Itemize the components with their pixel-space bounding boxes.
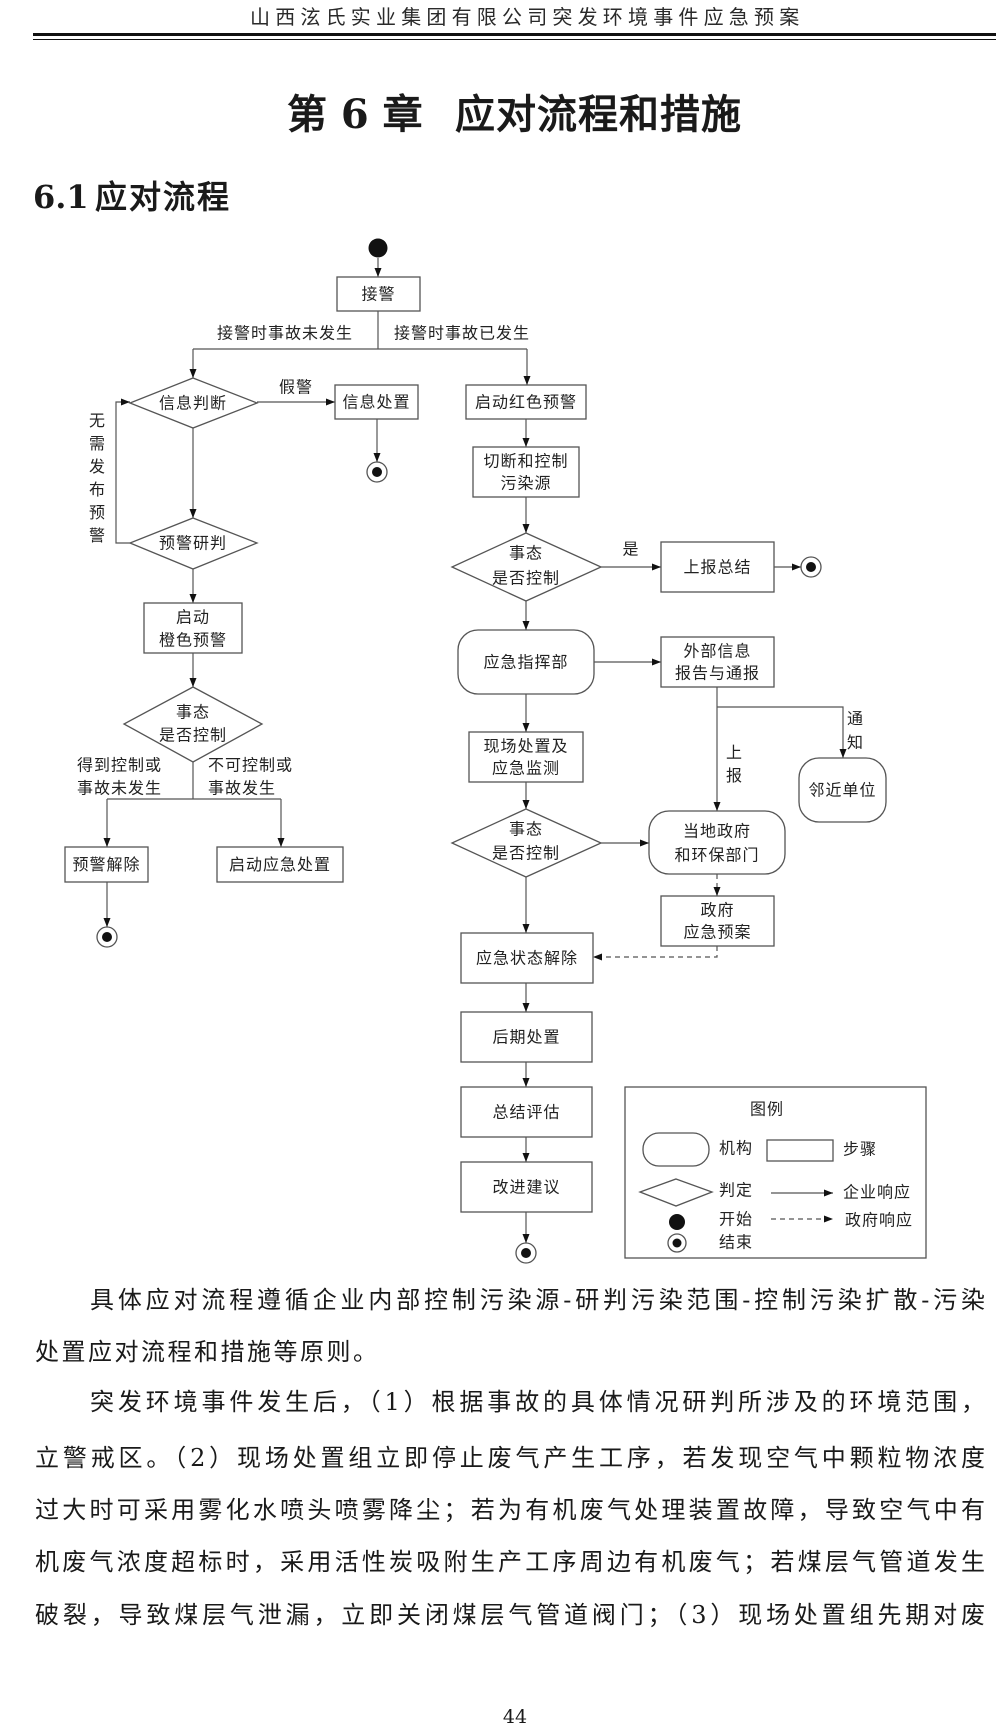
- legend-organization-label: 机构: [719, 1139, 753, 1158]
- node-post-disposal-label: 后期处置: [492, 1028, 560, 1047]
- label-controlled-line1: 得到控制或: [77, 756, 162, 775]
- end-node-inner: [102, 932, 112, 942]
- edge-dashed-to-emergency-release: [593, 946, 718, 961]
- paragraph-line: 具体应对流程遵循企业内部控制污染源-研判污染范围-控制污染扩散-污染: [90, 1286, 985, 1314]
- legend-step-shape: [766, 1139, 834, 1162]
- node-cut-pollution-source-line2: 污染源: [500, 474, 551, 493]
- decision-left-control-check-line2: 是否控制: [159, 726, 227, 745]
- node-info-disposal: [334, 384, 419, 420]
- node-government-plan: [660, 895, 775, 947]
- edge-no-warning-loop: [115, 398, 130, 544]
- section-number: 6.1: [33, 178, 89, 216]
- paragraph-line: 突发环境事件发生后，（1）根据事故的具体情况研判所涉及的环境范围，: [90, 1388, 985, 1416]
- decision-control-check-2-line1: 事态: [509, 820, 543, 839]
- node-orange-warning-line1: 启动: [176, 608, 210, 627]
- legend-decision-shape: [638, 1178, 714, 1207]
- label-false-alarm: 假警: [279, 378, 313, 397]
- label-controlled-line2: 事故未发生: [77, 779, 162, 798]
- legend-start-label: 开始: [719, 1210, 753, 1229]
- label-report-up: 上报: [723, 744, 742, 790]
- header-rule-thick: [33, 33, 996, 36]
- node-emergency-release: [460, 932, 594, 984]
- node-onsite-disposal-line1: 现场处置及: [483, 737, 568, 756]
- node-warning-release: [64, 846, 149, 883]
- edge-left-control-split: [107, 762, 281, 800]
- legend-enterprise-response-label: 企业响应: [843, 1183, 911, 1202]
- node-orange-warning-line2: 橙色预警: [159, 631, 227, 650]
- section-title: 应对流程: [95, 178, 232, 216]
- legend-government-response-label: 政府响应: [845, 1211, 913, 1230]
- node-local-government-line1: 当地政府: [683, 822, 751, 841]
- paragraph-line: 机废气浓度超标时，采用活性炭吸附生产工序周边有机废气；若煤层气管道发生: [35, 1548, 985, 1576]
- label-no-warning-needed: 无需发布预警: [86, 412, 105, 550]
- paragraph-line: 过大时可采用雾化水喷头喷雾降尘；若为有机废气处理装置故障，导致空气中有: [35, 1496, 985, 1524]
- node-red-warning: [465, 384, 587, 420]
- node-red-warning-label: 启动红色预警: [475, 393, 577, 412]
- node-onsite-disposal: [468, 731, 584, 783]
- legend-step-label: 步骤: [843, 1140, 877, 1159]
- node-cut-pollution-source: [472, 446, 580, 498]
- chapter-number: 第 6 章: [287, 91, 423, 138]
- end-node-inner: [521, 1248, 531, 1258]
- end-node-inner: [372, 467, 382, 477]
- node-onsite-disposal-line2: 应急监测: [492, 759, 560, 778]
- decision-control-check-2-line2: 是否控制: [492, 844, 560, 863]
- legend: 图例 机构 步骤 判定 企业响应 开始 政府响应 结束: [624, 1086, 927, 1259]
- legend-decision-label: 判定: [719, 1181, 753, 1200]
- node-receive-alarm: [336, 276, 421, 312]
- edge-receive-alarm-split: [193, 311, 527, 350]
- node-emergency-release-label: 应急状态解除: [476, 949, 578, 968]
- node-summary-evaluation-label: 总结评估: [492, 1103, 560, 1122]
- legend-title: 图例: [750, 1100, 784, 1119]
- start-node: [368, 238, 388, 258]
- node-external-report-line2: 报告与通报: [675, 664, 760, 683]
- page-number: 44: [502, 1706, 528, 1728]
- node-warning-release-label: 预警解除: [72, 855, 140, 874]
- legend-end-label: 结束: [719, 1233, 753, 1252]
- label-uncontrollable-line2: 事故发生: [208, 779, 276, 798]
- node-government-plan-line2: 应急预案: [683, 923, 751, 942]
- decision-info-judgment-label: 信息判断: [159, 394, 227, 413]
- node-government-plan-line1: 政府: [700, 901, 734, 920]
- node-post-disposal: [460, 1011, 593, 1063]
- legend-start-icon: [669, 1214, 685, 1230]
- edge-notify-neighbors: [717, 706, 847, 758]
- legend-end-icon-inner: [672, 1238, 682, 1248]
- decision-control-check-1-line1: 事态: [509, 544, 543, 563]
- node-external-report-line1: 外部信息: [683, 642, 751, 661]
- node-start-emergency-disposal: [216, 846, 344, 883]
- decision-left-control-check: [122, 686, 264, 763]
- node-command-center-label: 应急指挥部: [483, 653, 568, 672]
- node-local-government-line2: 和环保部门: [674, 846, 759, 865]
- node-cut-pollution-source-line1: 切断和控制: [483, 452, 568, 471]
- decision-left-control-check-line1: 事态: [176, 703, 210, 722]
- running-header-title: 山西泫氏实业集团有限公司突发环境事件应急预案: [250, 5, 805, 29]
- paragraph-line: 破裂，导致煤层气泄漏，立即关闭煤层气管道阀门；（3）现场处置组先期对废: [35, 1601, 985, 1629]
- node-report-summary-label: 上报总结: [683, 558, 751, 577]
- paragraph-line: 处置应对流程和措施等原则。: [35, 1338, 380, 1366]
- header-rule-thin: [33, 38, 996, 40]
- label-notify: 通知: [844, 710, 863, 758]
- label-not-occurred: 接警时事故未发生: [217, 324, 353, 343]
- node-neighbor-units: [798, 757, 887, 823]
- label-yes: 是: [622, 540, 639, 559]
- legend-organization-shape: [642, 1132, 710, 1167]
- response-flowchart: 接警 接警时事故未发生 接警时事故已发生 信息判断 假警 信息处置 预警研判 启…: [64, 238, 927, 1264]
- paragraph-line: 立警戒区。（2）现场处置组立即停止废气产生工序，若发现空气中颗粒物浓度: [35, 1444, 985, 1472]
- decision-control-check-1-line2: 是否控制: [492, 569, 560, 588]
- node-receive-alarm-label: 接警: [361, 285, 395, 304]
- end-node-inner: [806, 562, 816, 572]
- node-neighbor-units-label: 邻近单位: [808, 781, 876, 800]
- chapter-title: 应对流程和措施: [455, 91, 742, 138]
- node-start-emergency-disposal-label: 启动应急处置: [229, 855, 331, 874]
- decision-warning-assessment-label: 预警研判: [159, 534, 227, 553]
- node-report-summary: [660, 541, 775, 593]
- node-local-government: [648, 810, 786, 875]
- node-info-disposal-label: 信息处置: [342, 393, 410, 412]
- node-improvement: [460, 1161, 593, 1213]
- node-improvement-label: 改进建议: [492, 1178, 560, 1197]
- label-uncontrollable-line1: 不可控制或: [208, 756, 293, 775]
- label-occurred: 接警时事故已发生: [394, 324, 530, 343]
